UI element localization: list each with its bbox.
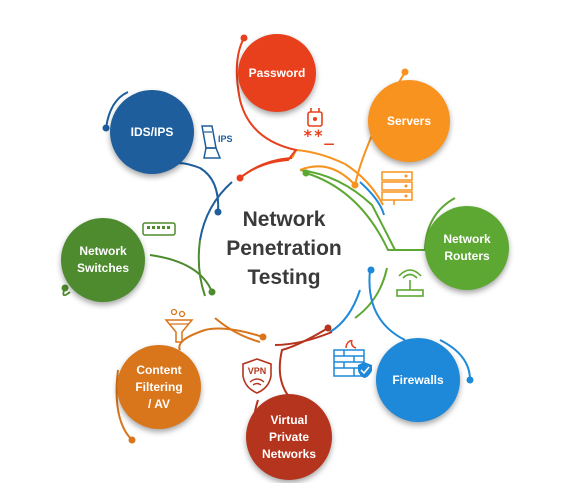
- password-mask-text: **_: [303, 126, 335, 145]
- node-vpn-line1: Virtual: [270, 412, 308, 427]
- switch-icon: [142, 222, 176, 236]
- firewall-icon: [332, 338, 376, 380]
- node-password-label: Password: [248, 65, 306, 80]
- node-servers[interactable]: Servers: [368, 80, 450, 162]
- node-vpn-line3: Networks: [261, 446, 317, 461]
- node-ids-label: IDS/IPS: [130, 124, 174, 139]
- wifi-router-icon: [393, 262, 427, 298]
- node-virtual-private-networks[interactable]: Virtual Private Networks: [246, 394, 332, 480]
- vpn-icon-text: VPN: [247, 366, 267, 376]
- center-title: Network Penetration Testing: [207, 205, 361, 292]
- node-content-line1: Content: [136, 362, 182, 377]
- node-routers-line1: Network: [443, 232, 491, 246]
- node-switches-line2: Switches: [76, 261, 130, 275]
- node-firewalls[interactable]: Firewalls: [376, 338, 460, 422]
- node-ids-ips[interactable]: IDS/IPS: [110, 90, 194, 174]
- node-content-line2: Filtering: [135, 379, 183, 394]
- funnel-icon: [164, 308, 194, 346]
- center-title-line2: Penetration: [226, 237, 342, 260]
- node-servers-label: Servers: [386, 113, 432, 128]
- node-routers-line2: Routers: [444, 249, 490, 263]
- ids-monitor-icon: IPS: [200, 124, 244, 162]
- node-content-filtering[interactable]: Content Filtering / AV: [117, 345, 201, 429]
- center-title-line1: Network: [242, 208, 326, 231]
- node-network-switches[interactable]: Network Switches: [61, 218, 145, 302]
- node-password[interactable]: Password: [238, 34, 316, 112]
- lock-icon: **_: [303, 105, 343, 150]
- center-title-line3: Testing: [247, 266, 321, 289]
- node-switches-line1: Network: [79, 244, 127, 258]
- node-firewalls-label: Firewalls: [392, 372, 444, 387]
- node-network-routers[interactable]: Network Routers: [425, 206, 509, 290]
- vpn-shield-icon: VPN: [241, 358, 273, 394]
- node-content-line3: / AV: [147, 396, 170, 411]
- node-vpn-line2: Private: [268, 429, 310, 444]
- ips-icon-text: IPS: [218, 134, 233, 144]
- server-rack-icon: [380, 170, 414, 206]
